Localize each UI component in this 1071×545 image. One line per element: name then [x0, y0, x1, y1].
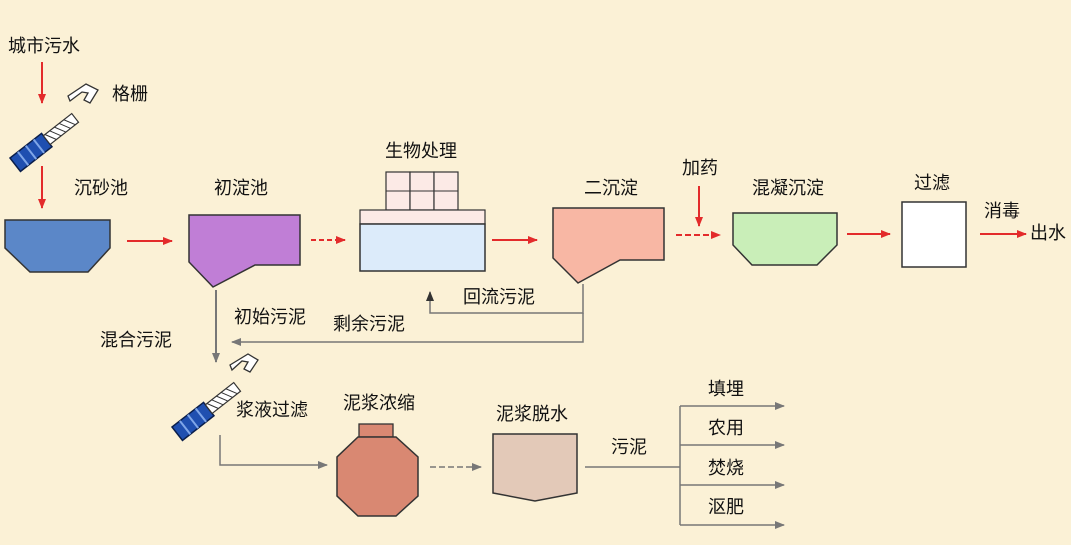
grit-chamber [4, 219, 111, 273]
mixed-sludge-label: 混合污泥 [100, 330, 172, 351]
dewatering-label: 泥浆脱水 [496, 404, 568, 425]
excess-sludge-line [231, 313, 584, 346]
effluent-label: 出水 [1030, 223, 1066, 244]
primary-clarifier [188, 214, 301, 288]
primary-clarifier-label: 初淀池 [214, 178, 268, 199]
biological-treatment-tank [359, 171, 486, 272]
screen-grate-icon [8, 83, 99, 173]
compost-label: 沤肥 [708, 497, 744, 518]
secondary-clarifier-label: 二沉淀 [584, 178, 638, 199]
excess-sludge-label: 剩余污泥 [333, 314, 405, 335]
slurry-filter-label: 浆液过滤 [236, 400, 308, 421]
coagulation-label: 混凝沉淀 [752, 178, 824, 199]
filter-unit [901, 201, 967, 268]
sludge-thickener [336, 423, 419, 517]
slurry-screen-icon [170, 353, 259, 442]
filter-label: 过滤 [914, 173, 950, 194]
sludge-label: 污泥 [611, 437, 647, 458]
secondary-clarifier [552, 207, 665, 284]
landfill-label: 填埋 [708, 379, 744, 400]
bio-treatment-label: 生物处理 [385, 141, 457, 162]
thickening-label: 泥浆浓缩 [343, 393, 415, 414]
slurry-to-thickener-line [219, 435, 328, 469]
disinfection-label: 消毒 [984, 201, 1020, 222]
screen-label: 格栅 [112, 84, 148, 105]
incineration-label: 焚烧 [708, 458, 744, 479]
coagulation-tank [732, 212, 838, 266]
chemicals-label: 加药 [682, 158, 718, 179]
agriculture-label: 农用 [708, 418, 744, 439]
return-sludge-label: 回流污泥 [463, 287, 535, 308]
influent-label: 城市污水 [8, 36, 80, 57]
grit-chamber-label: 沉砂池 [74, 178, 128, 199]
sludge-dewatering-tank [492, 433, 578, 502]
return-sludge-line [426, 284, 584, 314]
primary-sludge-label: 初始污泥 [234, 307, 306, 328]
